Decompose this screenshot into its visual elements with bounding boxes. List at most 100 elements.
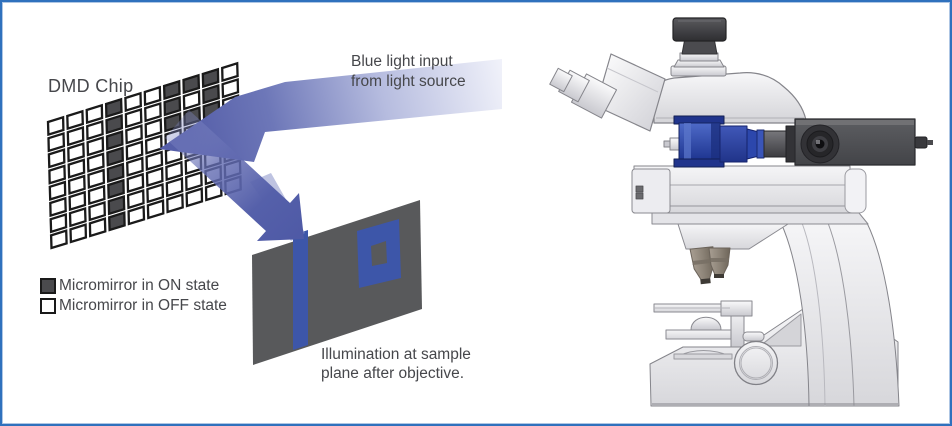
dmd-micromirror-cell bbox=[108, 211, 126, 232]
objective-right bbox=[708, 247, 731, 278]
pattern-square-ring-hole bbox=[371, 241, 387, 266]
reflected-light-arrow bbox=[165, 110, 304, 241]
coupler-ring bbox=[756, 129, 765, 159]
dmd-micromirror-cell bbox=[69, 223, 88, 244]
dmd-micromirror-cell bbox=[107, 178, 125, 200]
legend: Micromirror in ON state Micromirror in O… bbox=[40, 276, 227, 316]
focus-knob-ring-inner bbox=[740, 347, 772, 379]
legend-row-on: Micromirror in ON state bbox=[40, 276, 227, 296]
projector-top-face bbox=[796, 120, 914, 125]
condenser-dome bbox=[690, 316, 722, 331]
dmd-micromirror-cell bbox=[67, 142, 85, 163]
stage-lower-plate bbox=[665, 329, 737, 340]
dmd-micromirror-cell bbox=[144, 101, 162, 123]
dmd-micromirror-cell bbox=[127, 205, 146, 226]
legend-on-label: Micromirror in ON state bbox=[59, 277, 220, 294]
nosepiece bbox=[677, 223, 789, 250]
dmd-micromirror-cell bbox=[105, 113, 124, 135]
dmd-micromirror-cell bbox=[144, 134, 163, 155]
dmd-micromirror-cell bbox=[126, 188, 145, 210]
dmd-micromirror-cell bbox=[185, 187, 204, 208]
mirror-on-swatch-icon bbox=[40, 278, 56, 294]
dmd-module-bottom-flange bbox=[673, 158, 725, 168]
dmd-micromirror-cell bbox=[47, 131, 66, 153]
dmd-micromirror-cell bbox=[162, 79, 181, 101]
body-right-cap bbox=[844, 168, 867, 214]
pattern-vertical-bar bbox=[293, 230, 308, 350]
dmd-chip-label: DMD Chip bbox=[48, 76, 134, 96]
illumination-label: Illumination at sample plane after objec… bbox=[321, 345, 471, 383]
focus-knob-ring bbox=[739, 346, 773, 380]
eyepiece-barrel-3 bbox=[549, 67, 573, 93]
coupling-tube bbox=[763, 130, 789, 158]
dmd-micromirror-cell bbox=[106, 162, 125, 183]
dmd-micromirror-cell bbox=[68, 190, 87, 212]
dmd-micromirror-cell bbox=[88, 200, 106, 222]
dmd-micromirror-cell bbox=[87, 184, 106, 206]
objective-left bbox=[689, 246, 714, 285]
dmd-micromirror-cell bbox=[145, 166, 164, 188]
dmd-micromirror-cell bbox=[66, 125, 85, 147]
mirror-off-swatch-icon bbox=[40, 298, 56, 314]
dmd-micromirror-cell bbox=[165, 176, 184, 198]
blue-light-label-line2: from light source bbox=[351, 73, 466, 90]
dmd-micromirror-cell bbox=[48, 180, 67, 201]
dmd-micromirror-cell bbox=[202, 83, 220, 105]
legend-off-label: Micromirror in OFF state bbox=[59, 297, 227, 314]
dmd-micromirror-cell bbox=[66, 109, 84, 131]
dmd-micromirror-cell bbox=[126, 156, 144, 177]
dmd-micromirror-cell bbox=[163, 95, 182, 117]
dmd-micromirror-cell bbox=[166, 193, 184, 214]
dmd-micromirror-cell bbox=[201, 67, 220, 89]
arm-curve-line-2 bbox=[827, 222, 855, 407]
dmd-micromirror-cell bbox=[124, 91, 142, 113]
dmd-micromirror-cell bbox=[85, 103, 104, 125]
dmd-micromirror-cell bbox=[67, 158, 86, 179]
dmd-micromirror-cell bbox=[68, 206, 87, 228]
body-left-cap bbox=[631, 168, 671, 214]
stage-side-knob bbox=[742, 331, 765, 342]
vent-slot-2 bbox=[635, 192, 644, 200]
dmd-micromirror-cell bbox=[104, 97, 123, 119]
dmd-micromirror-cell bbox=[182, 73, 201, 95]
arm-curve-line-1 bbox=[801, 222, 826, 407]
dmd-micromirror-cell bbox=[124, 107, 143, 129]
coupler-block bbox=[719, 125, 748, 163]
microscope-arm bbox=[780, 222, 900, 407]
sample-plane bbox=[252, 200, 422, 365]
illumination-label-line1: Illumination at sample bbox=[321, 346, 471, 363]
dmd-micromirror-cell bbox=[106, 146, 124, 167]
dmd-micromirror-cell bbox=[145, 150, 164, 171]
dmd-micromirror-cell bbox=[146, 182, 165, 204]
dmd-micromirror-cell bbox=[46, 115, 65, 137]
dmd-micromirror-cell bbox=[47, 148, 66, 169]
dmd-micromirror-cell bbox=[86, 152, 105, 173]
dmd-micromirror-cell bbox=[143, 85, 162, 107]
blue-light-input-arrow bbox=[159, 59, 502, 162]
base-plate-line bbox=[673, 353, 733, 360]
dmd-micromirror-cell bbox=[87, 168, 106, 189]
binocular-face-line bbox=[606, 67, 659, 93]
projector-connector-pin bbox=[927, 140, 933, 145]
arm-gusset bbox=[759, 313, 802, 347]
dmd-micromirror-cell bbox=[105, 130, 124, 151]
dmd-micromirror-cell bbox=[144, 118, 163, 139]
dmd-micromirror-cell bbox=[67, 174, 86, 195]
dmd-micromirror-cell bbox=[221, 77, 240, 99]
dmd-micromirror-cell bbox=[48, 164, 66, 185]
dmd-micromirror-cell bbox=[125, 140, 144, 161]
camera bbox=[672, 17, 727, 42]
dmd-micromirror-cell bbox=[49, 212, 68, 234]
dmd-micromirror-cell bbox=[49, 196, 67, 218]
body-under-plate bbox=[651, 212, 869, 225]
dmd-micromirror-cell bbox=[185, 170, 203, 192]
dmd-micromirror-cell bbox=[146, 199, 165, 220]
dmd-cube-shade bbox=[711, 123, 720, 160]
blue-light-label-line1: Blue light input bbox=[351, 53, 453, 70]
dmd-micromirror-cell bbox=[221, 61, 239, 83]
dmd-micromirror-cell bbox=[165, 160, 183, 182]
dmd-micromirror-cell bbox=[49, 229, 68, 250]
vent-slot-1 bbox=[635, 185, 644, 193]
